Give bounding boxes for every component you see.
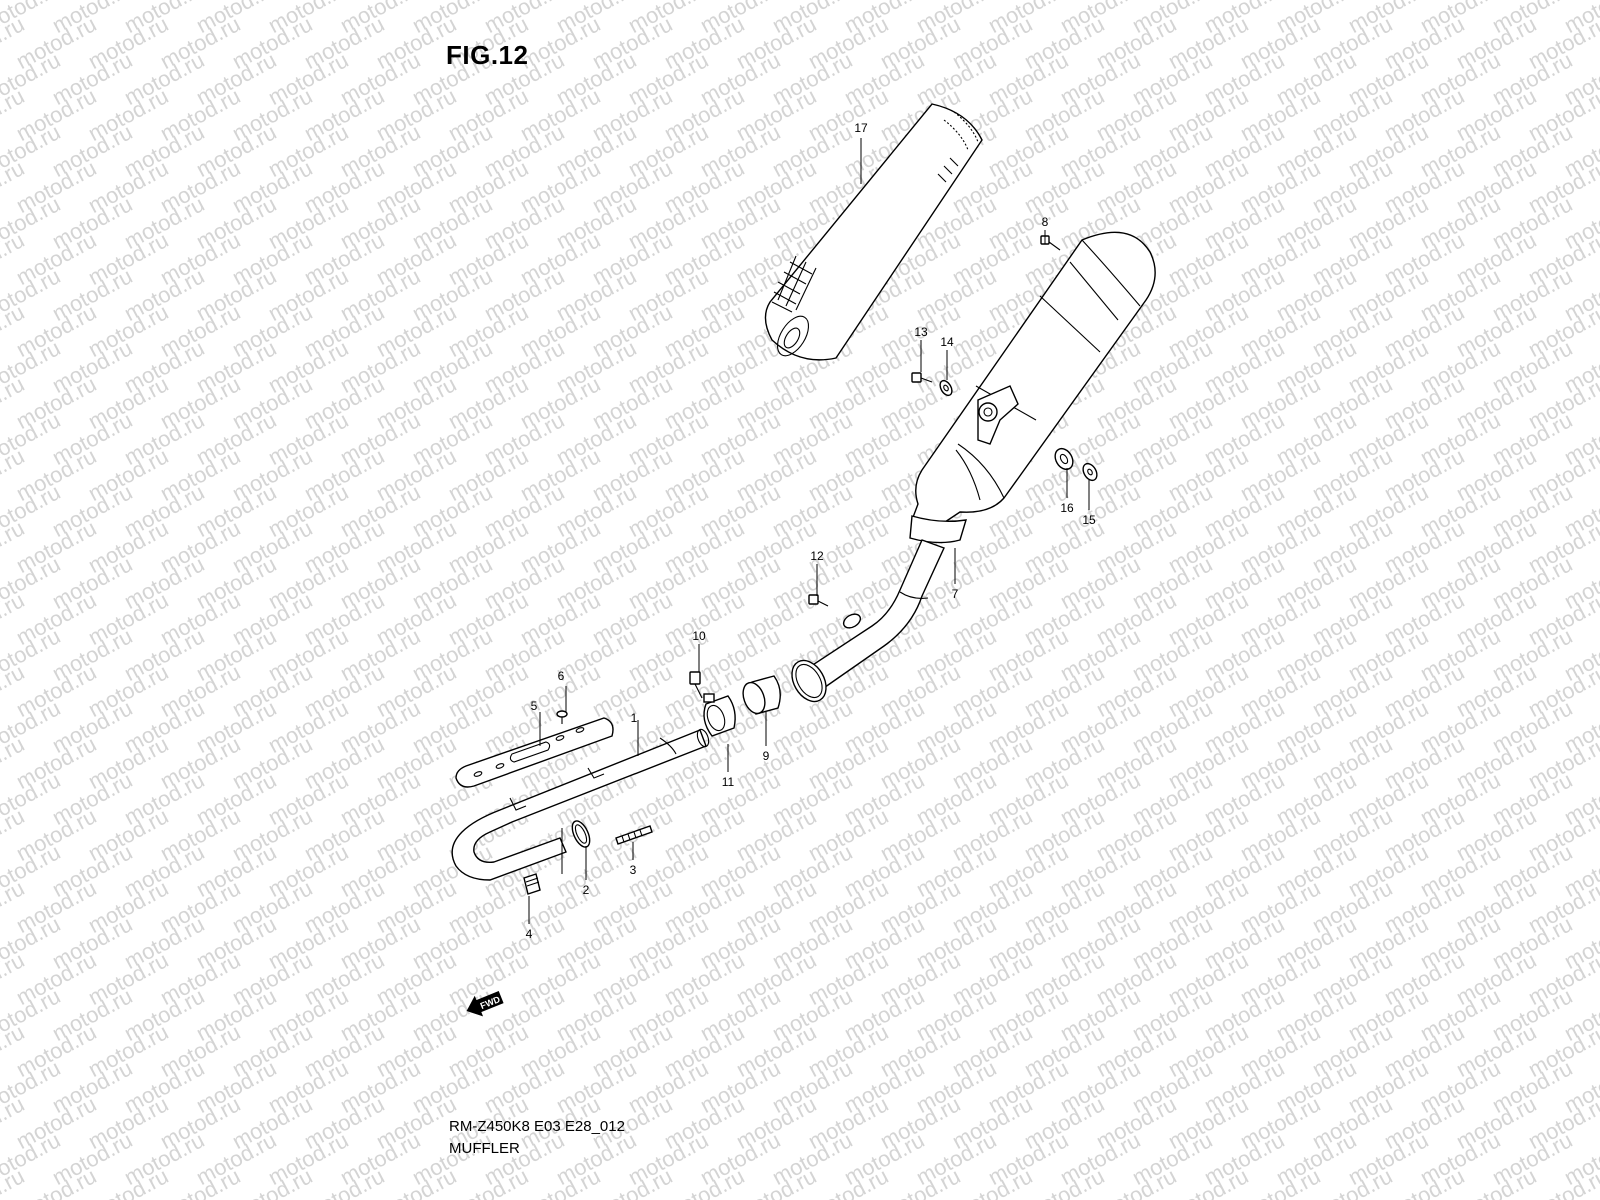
part-exhaust-pipe <box>451 728 710 881</box>
part-stud-3 <box>615 825 653 845</box>
callout-labels: 1 2 3 4 5 6 7 8 9 10 11 12 13 14 15 16 1… <box>526 121 1096 941</box>
part-muffler-protector <box>764 103 983 361</box>
callout-5: 5 <box>531 699 538 713</box>
callout-12: 12 <box>810 549 824 563</box>
part-screw-6 <box>556 710 568 724</box>
callout-2: 2 <box>583 883 590 897</box>
section-name: MUFFLER <box>449 1140 520 1157</box>
leader-lines <box>528 138 1090 924</box>
callout-9: 9 <box>763 749 770 763</box>
callout-17: 17 <box>854 121 868 135</box>
forward-arrow-icon: FWD <box>466 991 504 1017</box>
part-bolt-10 <box>689 671 703 699</box>
part-clamp-11 <box>703 693 736 737</box>
callout-8: 8 <box>1042 215 1049 229</box>
callout-14: 14 <box>940 335 954 349</box>
part-washer-14 <box>939 379 953 397</box>
model-code: RM-Z450K8 E03 E28_012 <box>449 1118 625 1135</box>
callout-16: 16 <box>1060 501 1074 515</box>
callout-3: 3 <box>630 863 637 877</box>
callout-4: 4 <box>526 927 533 941</box>
part-nut-4 <box>523 873 541 895</box>
fwd-label: FWD <box>479 994 502 1011</box>
callout-13: 13 <box>914 325 928 339</box>
callout-1: 1 <box>631 711 638 725</box>
part-pipe-protector <box>455 717 614 788</box>
part-gasket-9 <box>742 675 781 715</box>
part-bolt-8 <box>1040 235 1061 251</box>
callout-11: 11 <box>722 775 735 789</box>
part-bolt-12 <box>808 594 829 607</box>
callout-15: 15 <box>1082 513 1096 527</box>
callout-6: 6 <box>558 669 565 683</box>
figure-title: FIG.12 <box>446 40 529 70</box>
part-muffler <box>791 231 1156 703</box>
part-bolt-13 <box>911 372 933 383</box>
part-gasket-2 <box>571 820 591 848</box>
part-bushing-16 <box>1054 447 1074 471</box>
callout-7: 7 <box>952 587 959 601</box>
callout-10: 10 <box>692 629 706 643</box>
part-washer-15 <box>1082 462 1098 482</box>
